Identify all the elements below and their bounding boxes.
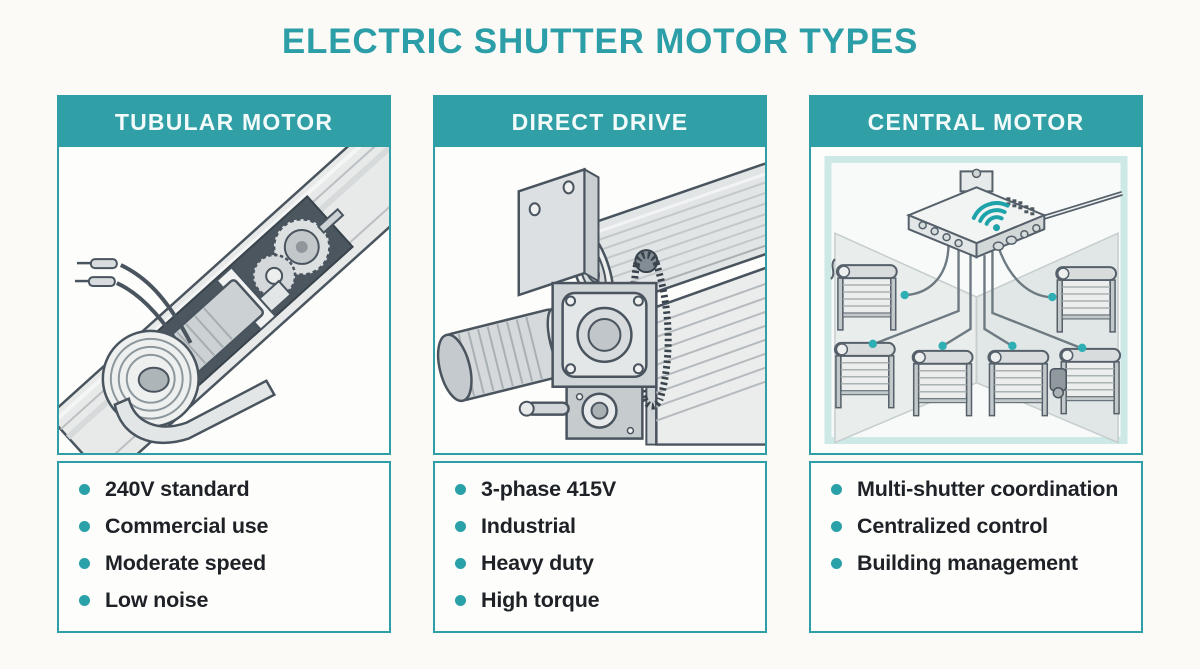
bullet-label: Low noise: [105, 588, 209, 612]
central-control-multi-shutter-icon: [824, 155, 1128, 445]
bullet-item: Commercial use: [79, 512, 381, 540]
bullet-dot-icon: [831, 520, 842, 532]
bullet-dot-icon: [455, 557, 466, 569]
bullet-dot-icon: [79, 594, 90, 606]
card-central-motor: CENTRAL MOTOR: [809, 95, 1143, 633]
card-direct-bullets-box: 3-phase 415V Industrial Heavy duty High …: [433, 461, 767, 633]
card-header-central: CENTRAL MOTOR: [811, 97, 1141, 147]
bullet-dot-icon: [455, 594, 466, 606]
page-title: ELECTRIC SHUTTER MOTOR TYPES: [281, 22, 919, 61]
bullet-label: Heavy duty: [481, 551, 594, 575]
bullet-item: Industrial: [455, 512, 757, 540]
bullet-dot-icon: [455, 520, 466, 532]
bullet-item: High torque: [455, 586, 757, 614]
bullet-dot-icon: [455, 483, 466, 495]
bullet-item: 240V standard: [79, 475, 381, 503]
bullet-label: Industrial: [481, 514, 576, 538]
card-direct-drive: DIRECT DRIVE: [433, 95, 767, 633]
bullet-label: Commercial use: [105, 514, 269, 538]
bullet-label: Centralized control: [857, 514, 1048, 538]
tubular-motor-illustration: [59, 147, 389, 453]
bullet-item: Building management: [831, 549, 1133, 577]
central-motor-illustration: [811, 147, 1141, 453]
direct-drive-motor-chain-icon: [436, 152, 765, 446]
bullet-item: Moderate speed: [79, 549, 381, 577]
bullet-label: Multi-shutter coordination: [857, 477, 1119, 501]
bullet-list: 240V standard Commercial use Moderate sp…: [79, 475, 381, 614]
card-central-top-box: CENTRAL MOTOR: [809, 95, 1143, 455]
bullet-list: 3-phase 415V Industrial Heavy duty High …: [455, 475, 757, 614]
bullet-label: 3-phase 415V: [481, 477, 617, 501]
bullet-label: High torque: [481, 588, 600, 612]
bullet-dot-icon: [831, 557, 842, 569]
bullet-item: Centralized control: [831, 512, 1133, 540]
bullet-dot-icon: [79, 483, 90, 495]
card-grid: TUBULAR MOTOR: [57, 95, 1143, 633]
card-tubular-bullets-box: 240V standard Commercial use Moderate sp…: [57, 461, 391, 633]
bullet-list: Multi-shutter coordination Centralized c…: [831, 475, 1133, 577]
bullet-item: Multi-shutter coordination: [831, 475, 1133, 503]
bullet-item: 3-phase 415V: [455, 475, 757, 503]
bullet-dot-icon: [79, 557, 90, 569]
card-header-tubular: TUBULAR MOTOR: [59, 97, 389, 147]
bullet-dot-icon: [831, 483, 842, 495]
card-header-direct: DIRECT DRIVE: [435, 97, 765, 147]
card-direct-top-box: DIRECT DRIVE: [433, 95, 767, 455]
bullet-item: Heavy duty: [455, 549, 757, 577]
card-central-bullets-box: Multi-shutter coordination Centralized c…: [809, 461, 1143, 633]
bullet-dot-icon: [79, 520, 90, 532]
bullet-item: Low noise: [79, 586, 381, 614]
bullet-label: Building management: [857, 551, 1078, 575]
direct-drive-illustration: [435, 147, 765, 453]
card-tubular-top-box: TUBULAR MOTOR: [57, 95, 391, 455]
bullet-label: Moderate speed: [105, 551, 266, 575]
bullet-label: 240V standard: [105, 477, 250, 501]
tubular-motor-cutaway-icon: [59, 147, 389, 453]
card-tubular-motor: TUBULAR MOTOR: [57, 95, 391, 633]
